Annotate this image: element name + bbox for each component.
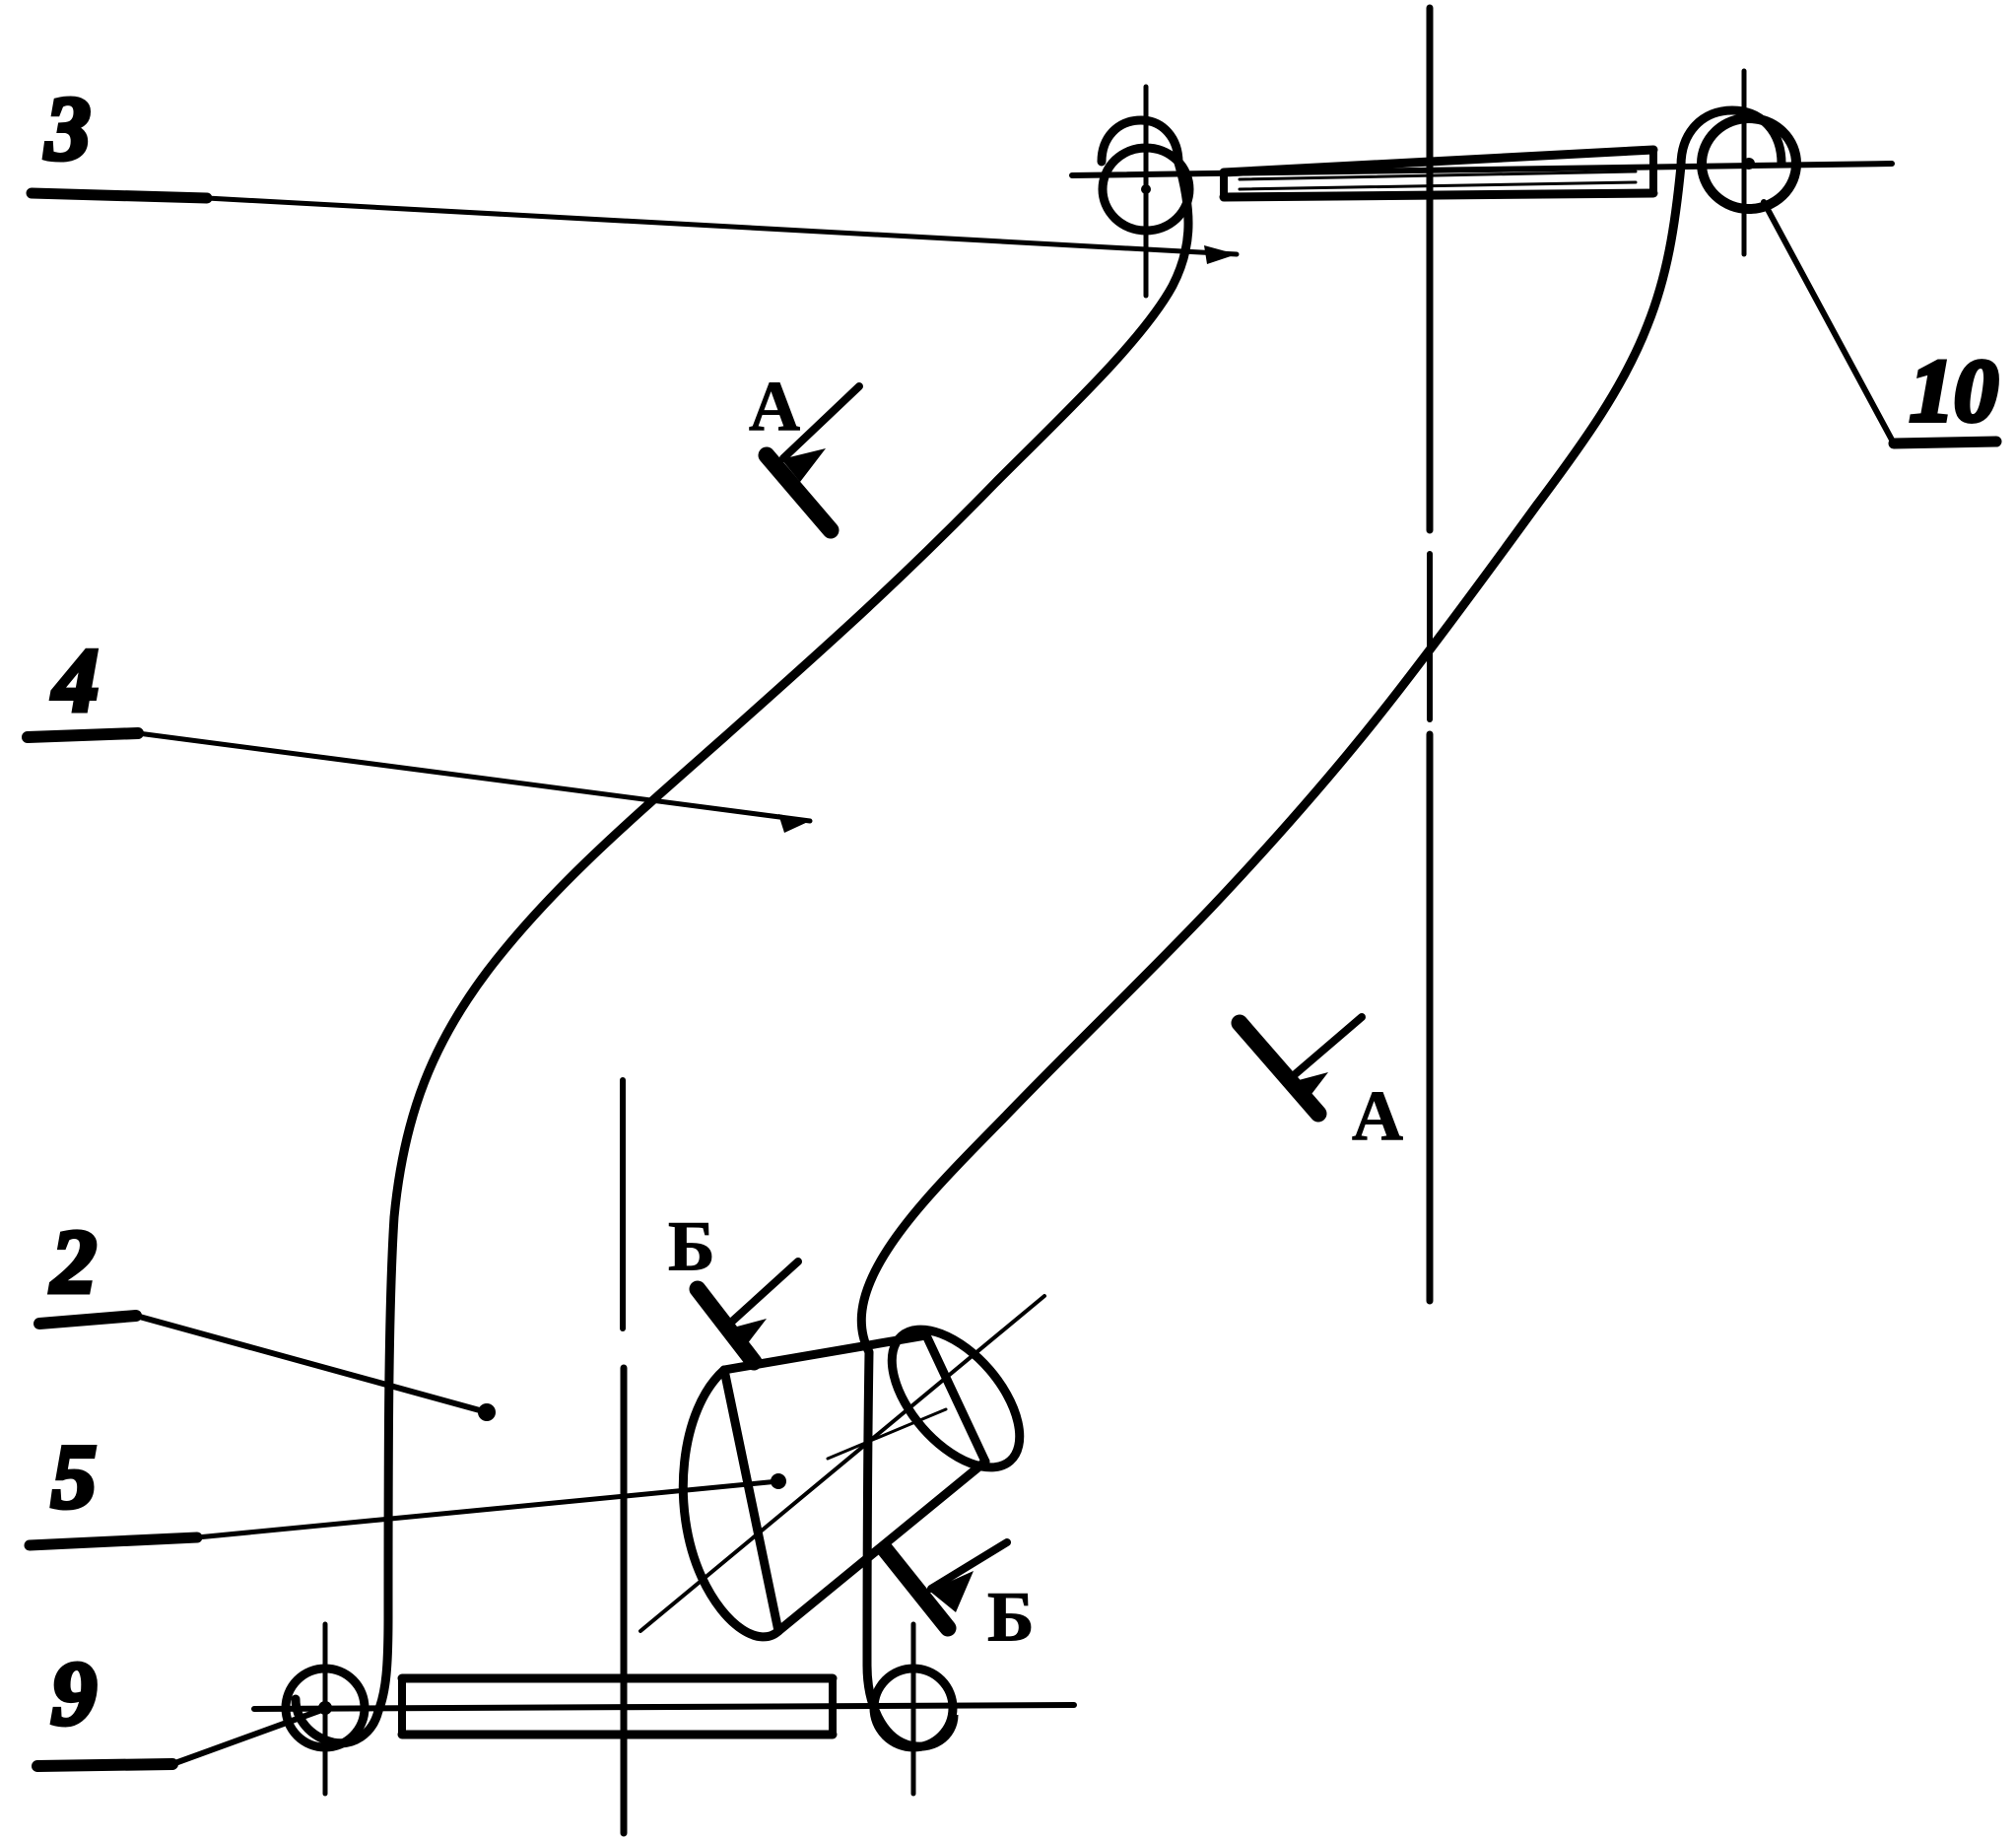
section-b-upper-label: Б [668, 1207, 715, 1286]
callout-2-underline [34, 1310, 142, 1329]
bar-top-inner-line-lower [1238, 180, 1638, 191]
callout-9-label: 9 [51, 1643, 97, 1743]
centerline-horizontal-top [1069, 161, 1895, 178]
cylinder-side-left [719, 1365, 783, 1636]
bar-top-group [1219, 145, 1658, 202]
callout-4[interactable]: 4 [22, 628, 813, 833]
callout-3[interactable]: 3 [26, 76, 1240, 264]
holes-group [281, 113, 1801, 1752]
wire-right-top-loop [1676, 105, 1786, 170]
centerlines-group [251, 4, 1895, 1837]
section-a-upper: А [749, 367, 863, 539]
callout-4-label: 4 [51, 630, 99, 730]
callout-9[interactable]: 9 [32, 1641, 330, 1772]
callout-9-leader [169, 1705, 330, 1767]
callout-5-leader [194, 1478, 781, 1540]
callout-9-underline [32, 1758, 178, 1772]
hole-bottom-left [281, 1664, 370, 1752]
callout-4-leader [135, 730, 813, 824]
hole-top-right [1697, 113, 1801, 214]
wire-right-bottom-hook [862, 1351, 959, 1751]
callout-3-leader [204, 195, 1240, 257]
bar-bottom-group [397, 1673, 838, 1739]
cylinder-side-right [921, 1330, 990, 1466]
wire-right-s-curve [856, 161, 1686, 1357]
callout-2[interactable]: 2 [34, 1209, 496, 1421]
section-a-upper-arrowhead [781, 448, 826, 482]
callout-5-label: 5 [51, 1426, 97, 1527]
callout-2-leader [133, 1313, 490, 1415]
callout-3-label: 3 [44, 78, 91, 178]
section-b-lower-arrow-shaft [927, 1538, 1011, 1593]
callout-5-arrow-dot [771, 1473, 786, 1489]
cylinder-inner-line [826, 1407, 948, 1461]
callout-5[interactable]: 5 [24, 1424, 786, 1551]
hole-top-left-center-dot [1141, 184, 1151, 194]
cylinder-end-face-near [678, 1365, 783, 1642]
cylinder-axis-line [638, 1294, 1046, 1633]
section-a-lower-label: А [1352, 1077, 1403, 1156]
callout-4-underline [22, 727, 144, 743]
section-a-upper-tick [758, 446, 840, 539]
wire-left-s-curve [373, 158, 1193, 1716]
wire-body-group [291, 105, 1786, 1748]
section-b-lower-arrowhead [929, 1571, 974, 1612]
section-a-upper-arrow-shaft [779, 382, 863, 462]
callout-10-underline [1888, 436, 2002, 449]
wire-left-top-loop [1097, 115, 1183, 168]
cylinder-group [638, 1294, 1046, 1642]
section-b-lower-tick [876, 1540, 957, 1637]
callout-5-underline [24, 1532, 203, 1551]
section-b-upper-arrow-shaft [720, 1258, 802, 1332]
hole-top-left [1098, 143, 1194, 236]
cylinder-end-face-far [887, 1325, 1025, 1472]
section-b-lower-label: Б [987, 1578, 1035, 1657]
callout-3-underline [26, 187, 213, 204]
callout-2-label: 2 [49, 1211, 97, 1312]
callout-4-arrowhead [778, 814, 810, 833]
section-b-lower: Б [876, 1538, 1035, 1657]
callout-3-arrowhead [1204, 245, 1237, 264]
section-b-upper: Б [668, 1206, 802, 1371]
bar-bottom-inner-line [412, 1704, 825, 1710]
hole-top-right-center-dot [1743, 158, 1755, 170]
section-marks-group: А А Б Б [668, 367, 1404, 1657]
section-a-lower-arrowhead [1284, 1072, 1328, 1106]
section-a-upper-label: А [749, 368, 800, 446]
bar-top-inner-line-upper [1238, 170, 1638, 181]
section-a-lower: А [1231, 1013, 1404, 1156]
section-a-lower-arrow-shaft [1282, 1013, 1366, 1086]
callout-10-label: 10 [1910, 343, 1998, 441]
bar-top-edge-upper [1219, 145, 1658, 177]
callout-10[interactable]: 10 [1761, 199, 2002, 449]
bar-top-edge-lower [1219, 188, 1658, 202]
callout-2-arrow-dot [478, 1403, 496, 1421]
section-b-upper-arrowhead [722, 1319, 767, 1352]
callout-10-leader [1761, 199, 1897, 446]
callouts-group: 3 4 2 5 [22, 76, 2002, 1772]
